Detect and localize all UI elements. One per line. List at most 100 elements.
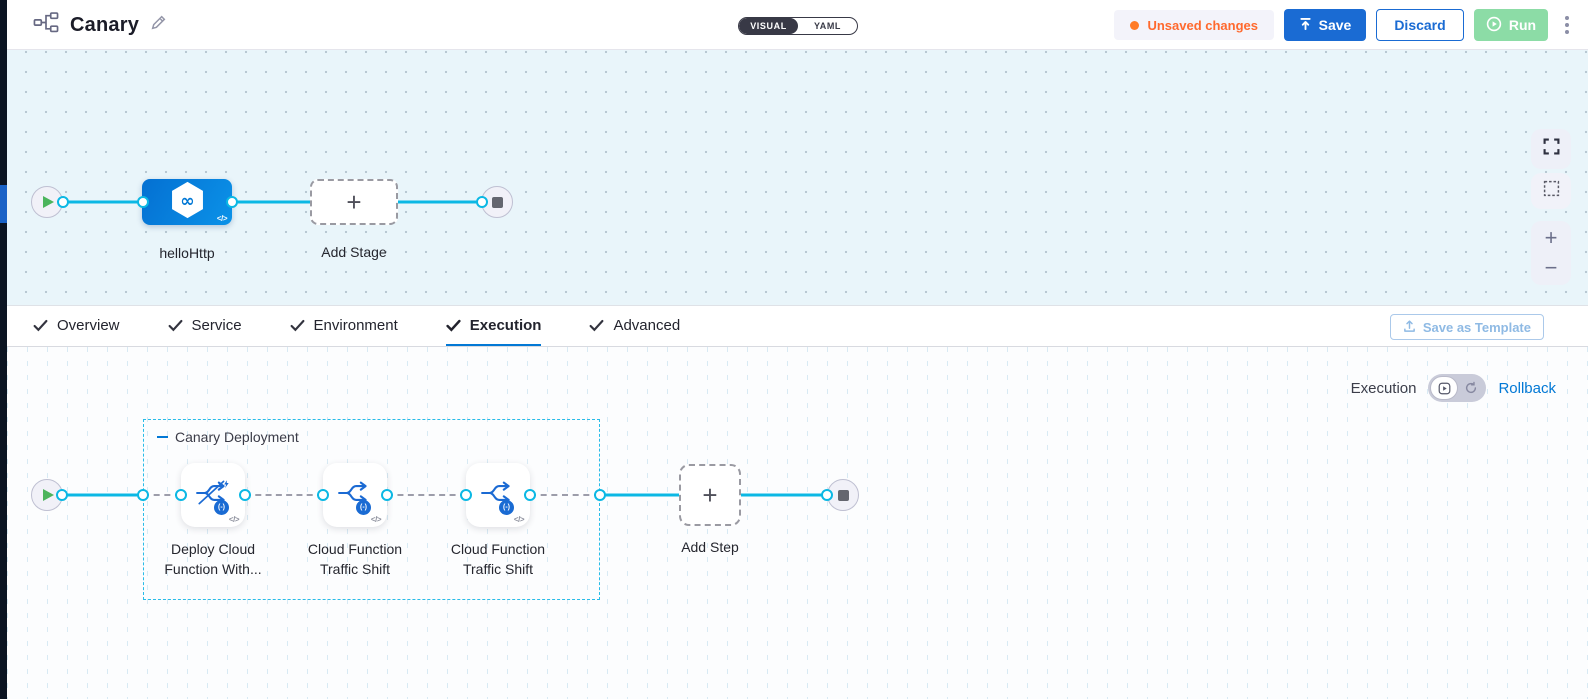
- port: [56, 489, 68, 501]
- port: [381, 489, 393, 501]
- execution-segment[interactable]: [1430, 376, 1459, 400]
- traffic-shift-icon: [337, 479, 373, 512]
- fullscreen-button[interactable]: [1531, 129, 1571, 169]
- tab-overview[interactable]: Overview: [33, 306, 120, 346]
- check-icon: [33, 319, 48, 331]
- execution-rollback-toggle-row: Execution Rollback: [1351, 374, 1556, 402]
- fullscreen-icon: [1543, 138, 1560, 160]
- collapsed-nav-rail: [0, 0, 7, 699]
- save-as-template-button[interactable]: Save as Template: [1389, 314, 1544, 340]
- port: [821, 489, 833, 501]
- execution-end-node: [827, 479, 859, 511]
- tab-execution[interactable]: Execution: [445, 306, 542, 346]
- port: [239, 489, 251, 501]
- cloud-function-badge-icon: (-): [356, 500, 371, 515]
- pipeline-end-node: [481, 186, 513, 218]
- wire-dashed: [530, 494, 600, 496]
- zoom-in-button[interactable]: +: [1544, 225, 1558, 250]
- stage-canvas: ∞ </> + helloHttp Add Stage: [7, 50, 1588, 305]
- port: [594, 489, 606, 501]
- add-stage-button[interactable]: +: [310, 179, 398, 225]
- step-node-deploy-cloud-function[interactable]: (-) </>: [181, 463, 245, 527]
- wire-dashed: [387, 494, 466, 496]
- port: [317, 489, 329, 501]
- serverless-stage-icon: ∞: [169, 180, 206, 225]
- add-step-label: Add Step: [681, 539, 739, 555]
- deploy-no-traffic-icon: [195, 479, 231, 512]
- unsaved-changes-badge: Unsaved changes: [1114, 10, 1274, 40]
- edit-title-icon[interactable]: [150, 14, 167, 36]
- tab-environment[interactable]: Environment: [290, 306, 398, 346]
- step-label: Cloud Function Traffic Shift: [450, 541, 546, 577]
- step-group-label: Canary Deployment: [157, 429, 299, 445]
- plus-icon: +: [346, 187, 362, 217]
- stage-node-hellohttp[interactable]: ∞ </>: [142, 179, 232, 225]
- port: [226, 196, 238, 208]
- execution-steps-icon: [1438, 382, 1451, 394]
- code-glyph: </>: [370, 515, 382, 524]
- more-options-kebab[interactable]: [1558, 12, 1576, 38]
- tab-service[interactable]: Service: [168, 306, 242, 346]
- toggle-visual[interactable]: VISUAL: [739, 18, 798, 34]
- svg-text:∞: ∞: [180, 191, 194, 211]
- page-title: Canary: [70, 13, 140, 36]
- tab-advanced[interactable]: Advanced: [589, 306, 680, 346]
- save-button[interactable]: Save: [1284, 9, 1366, 41]
- wire-dashed: [143, 494, 181, 496]
- wire: [232, 200, 310, 204]
- toggle-yaml[interactable]: YAML: [813, 21, 842, 31]
- pipeline-icon: [33, 12, 59, 38]
- save-upload-icon: [1299, 17, 1312, 34]
- run-button[interactable]: Run: [1474, 9, 1548, 41]
- visual-yaml-toggle: VISUAL YAML: [738, 17, 858, 35]
- group-collapse-dash-icon[interactable]: [157, 436, 168, 438]
- traffic-shift-icon: [480, 479, 516, 512]
- wire: [62, 493, 143, 497]
- check-icon: [446, 319, 461, 332]
- port: [175, 489, 187, 501]
- step-node-traffic-shift-1[interactable]: (-) </>: [323, 463, 387, 527]
- execution-mode-label: Execution: [1350, 379, 1417, 397]
- start-play-icon: [43, 489, 54, 501]
- code-glyph: </>: [513, 515, 525, 524]
- add-step-button[interactable]: +: [679, 464, 741, 526]
- rollback-link[interactable]: Rollback: [1498, 379, 1556, 397]
- run-play-icon: [1486, 16, 1502, 35]
- check-icon: [589, 319, 604, 331]
- stop-square-icon: [491, 196, 503, 208]
- template-upload-icon: [1403, 319, 1416, 335]
- plus-icon: +: [702, 480, 718, 510]
- zoom-out-button[interactable]: −: [1544, 255, 1558, 280]
- stage-name-label: helloHttp: [159, 245, 215, 261]
- code-glyph: </>: [228, 515, 240, 524]
- start-play-icon: [43, 196, 54, 208]
- rollback-segment[interactable]: [1458, 381, 1484, 395]
- execution-rollback-switch[interactable]: [1428, 374, 1487, 402]
- unsaved-dot-icon: [1130, 20, 1140, 30]
- marquee-select-button[interactable]: [1531, 173, 1571, 209]
- wire: [741, 493, 827, 497]
- check-icon: [168, 319, 182, 331]
- cloud-function-badge-icon: (-): [214, 500, 229, 515]
- wire: [600, 493, 679, 497]
- step-node-traffic-shift-2[interactable]: (-) </>: [466, 463, 530, 527]
- nav-active-indicator: [0, 185, 7, 223]
- step-label: Cloud Function Traffic Shift: [307, 541, 403, 577]
- discard-button[interactable]: Discard: [1376, 9, 1464, 41]
- wire: [63, 200, 143, 204]
- stop-square-icon: [837, 489, 849, 501]
- execution-canvas: Execution Rollback Ca: [7, 347, 1588, 699]
- port: [137, 489, 149, 501]
- step-label: Deploy Cloud Function With...: [164, 541, 262, 577]
- step-group-canary-deployment: Canary Deployment: [143, 419, 600, 600]
- port: [460, 489, 472, 501]
- cloud-function-badge-icon: (-): [499, 500, 514, 515]
- port: [524, 489, 536, 501]
- wire: [398, 200, 482, 204]
- code-glyph: </>: [216, 214, 228, 223]
- zoom-controls: + −: [1531, 221, 1571, 285]
- marquee-select-icon: [1543, 180, 1560, 202]
- port: [476, 196, 488, 208]
- check-icon: [290, 319, 305, 331]
